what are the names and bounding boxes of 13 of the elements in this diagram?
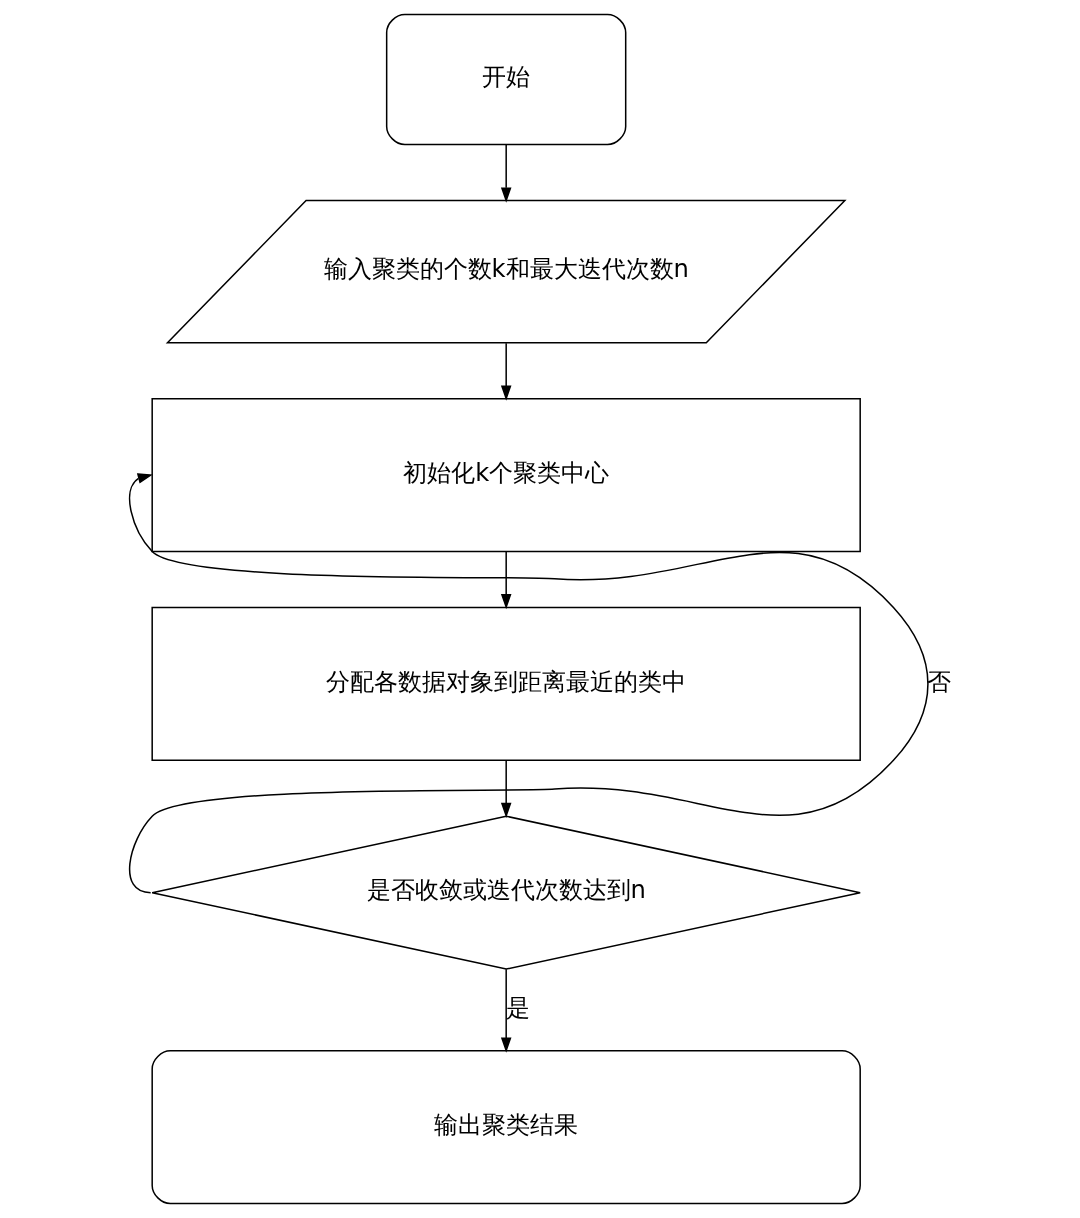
edge-label: 是 bbox=[506, 993, 531, 1022]
node-box: 初始化k个聚类中心 bbox=[151, 397, 861, 553]
node-box: 开始 bbox=[385, 13, 627, 146]
arrow bbox=[500, 342, 512, 401]
arrow bbox=[500, 551, 512, 610]
arrow bbox=[500, 144, 512, 203]
arrow bbox=[128, 473, 929, 894]
arrow bbox=[500, 760, 512, 818]
edge-label: 否 bbox=[926, 667, 951, 696]
node-box: 分配各数据对象到距离最近的类中 bbox=[151, 606, 861, 762]
node-box: 输出聚类结果 bbox=[151, 1050, 861, 1205]
arrow bbox=[500, 968, 512, 1053]
node-diamond: 是否收敛或迭代次数达到n bbox=[151, 815, 861, 970]
